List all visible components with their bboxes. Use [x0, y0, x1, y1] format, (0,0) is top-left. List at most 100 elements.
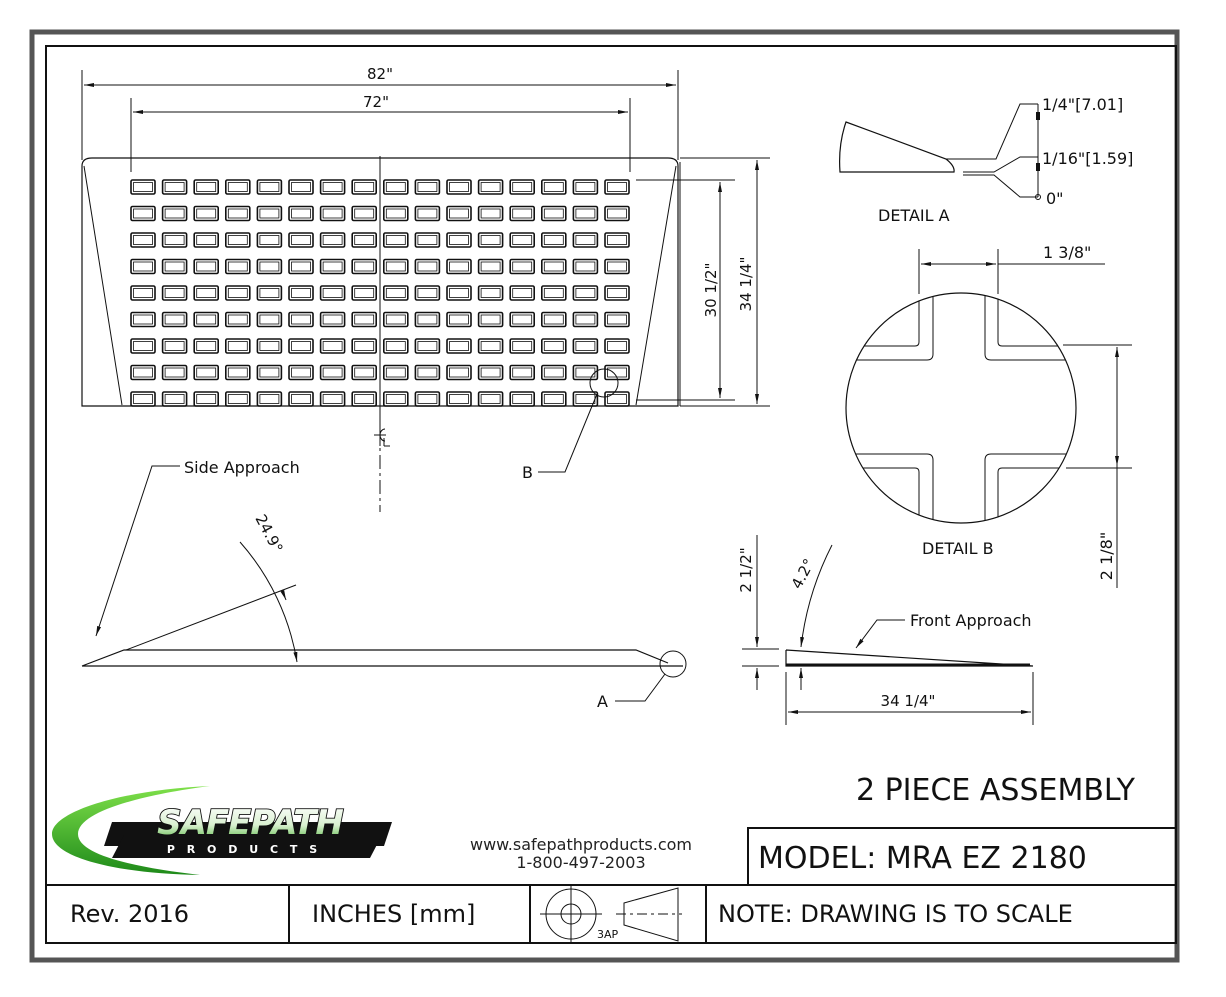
tread-cell-inner — [449, 261, 469, 272]
side-angle: 24.9° — [251, 511, 286, 556]
tread-cell-inner — [322, 288, 343, 298]
tread-cell — [193, 179, 219, 195]
tread-cell — [288, 338, 314, 354]
tread-cell — [414, 364, 441, 381]
tread-cell-inner — [196, 394, 217, 404]
website-link[interactable]: www.safepathproducts.com — [470, 835, 692, 854]
tread-cell-inner — [575, 394, 596, 404]
tread-cell-inner — [512, 261, 533, 272]
tread-cell — [193, 311, 219, 328]
tread-cell — [319, 232, 346, 248]
tread-cell-inner — [354, 367, 375, 378]
detail-b-width: 1 3/8" — [1043, 243, 1091, 262]
tread-cell — [319, 391, 346, 407]
tread-cell-inner — [512, 394, 533, 404]
tread-cell — [256, 232, 283, 248]
tread-cell-inner — [291, 288, 311, 298]
tread-cell-inner — [133, 367, 153, 378]
tread-cell — [446, 258, 472, 275]
tread-cell — [446, 285, 472, 301]
tread-cell — [130, 179, 156, 195]
tread-cell — [509, 232, 536, 248]
logo-sub-text: P R O D U C T S — [167, 843, 321, 856]
callout-detail-b[interactable]: B — [522, 463, 533, 482]
tread-cell — [319, 338, 346, 354]
tread-cell — [351, 311, 378, 328]
tread-cell-inner — [385, 367, 406, 378]
tread-cell — [414, 179, 441, 195]
tread-cell-inner — [227, 341, 248, 351]
tread-cell — [509, 179, 536, 195]
tread-cell — [382, 205, 409, 222]
tread-cell-inner — [227, 261, 248, 272]
tread-cell-inner — [291, 314, 311, 325]
tread-cell — [446, 391, 472, 407]
tread-cell — [604, 179, 630, 195]
tread-cell-inner — [417, 208, 438, 219]
tread-cell — [540, 179, 567, 195]
front-view: 2 1/2" 4.2° Front Approach 34 1/4" — [737, 535, 1034, 725]
tread-cell-inner — [259, 314, 280, 325]
tread-cell — [256, 338, 283, 354]
callout-detail-a[interactable]: A — [597, 692, 608, 711]
tread-cell-inner — [227, 314, 248, 325]
tread-cell-inner — [322, 208, 343, 219]
tread-cell — [509, 338, 536, 354]
tread-cell-inner — [449, 314, 469, 325]
tread-cell — [477, 179, 504, 195]
tread-cell — [540, 258, 567, 275]
tread-cell-inner — [227, 182, 248, 192]
tread-cell — [256, 205, 283, 222]
tread-cell — [477, 311, 504, 328]
tread-cell-inner — [512, 367, 533, 378]
tread-cell — [477, 232, 504, 248]
tread-cell-inner — [417, 341, 438, 351]
tread-cell-inner — [164, 261, 185, 272]
tread-cell-inner — [385, 314, 406, 325]
tread-cell-inner — [480, 261, 501, 272]
tread-cell — [540, 391, 567, 407]
tread-cell-inner — [354, 288, 375, 298]
dim-overall-width: 82" — [367, 65, 393, 83]
tread-cell-inner — [607, 208, 627, 219]
tread-cell-inner — [259, 341, 280, 351]
tread-cell — [477, 205, 504, 222]
tread-cell — [572, 391, 599, 407]
tread-cell — [130, 364, 156, 381]
tread-cell-inner — [133, 341, 153, 351]
tread-cell-inner — [417, 288, 438, 298]
tread-cell-inner — [543, 314, 564, 325]
tread-cell-inner — [164, 341, 185, 351]
tread-cell — [319, 258, 346, 275]
drawing-note: NOTE: DRAWING IS TO SCALE — [718, 900, 1073, 928]
tread-cell — [161, 232, 188, 248]
tread-cell — [572, 338, 599, 354]
tread-cell — [604, 311, 630, 328]
tread-cell-inner — [322, 235, 343, 245]
tread-cell — [477, 364, 504, 381]
tread-cell — [572, 205, 599, 222]
tread-cell — [572, 232, 599, 248]
tread-cell-inner — [543, 182, 564, 192]
title-block: 2 PIECE ASSEMBLY MODEL: MRA EZ 2180 Rev.… — [46, 773, 1177, 943]
tread-cell — [604, 391, 630, 407]
tread-cell-inner — [291, 367, 311, 378]
tread-cell-inner — [385, 288, 406, 298]
tread-cell-inner — [164, 367, 185, 378]
tread-cell-inner — [133, 182, 153, 192]
tread-cell-inner — [291, 182, 311, 192]
tread-cell-inner — [575, 261, 596, 272]
tread-cell-inner — [607, 261, 627, 272]
tread-cell — [319, 311, 346, 328]
tread-cell-inner — [543, 235, 564, 245]
tread-cell-inner — [164, 208, 185, 219]
tread-cell-inner — [354, 235, 375, 245]
tread-cell — [130, 338, 156, 354]
tread-cell-inner — [291, 235, 311, 245]
tread-cell-inner — [385, 341, 406, 351]
tread-cell — [572, 285, 599, 301]
tread-cell-inner — [575, 341, 596, 351]
front-length: 34 1/4" — [881, 692, 936, 710]
tread-cell-inner — [354, 261, 375, 272]
tread-cell-inner — [133, 208, 153, 219]
